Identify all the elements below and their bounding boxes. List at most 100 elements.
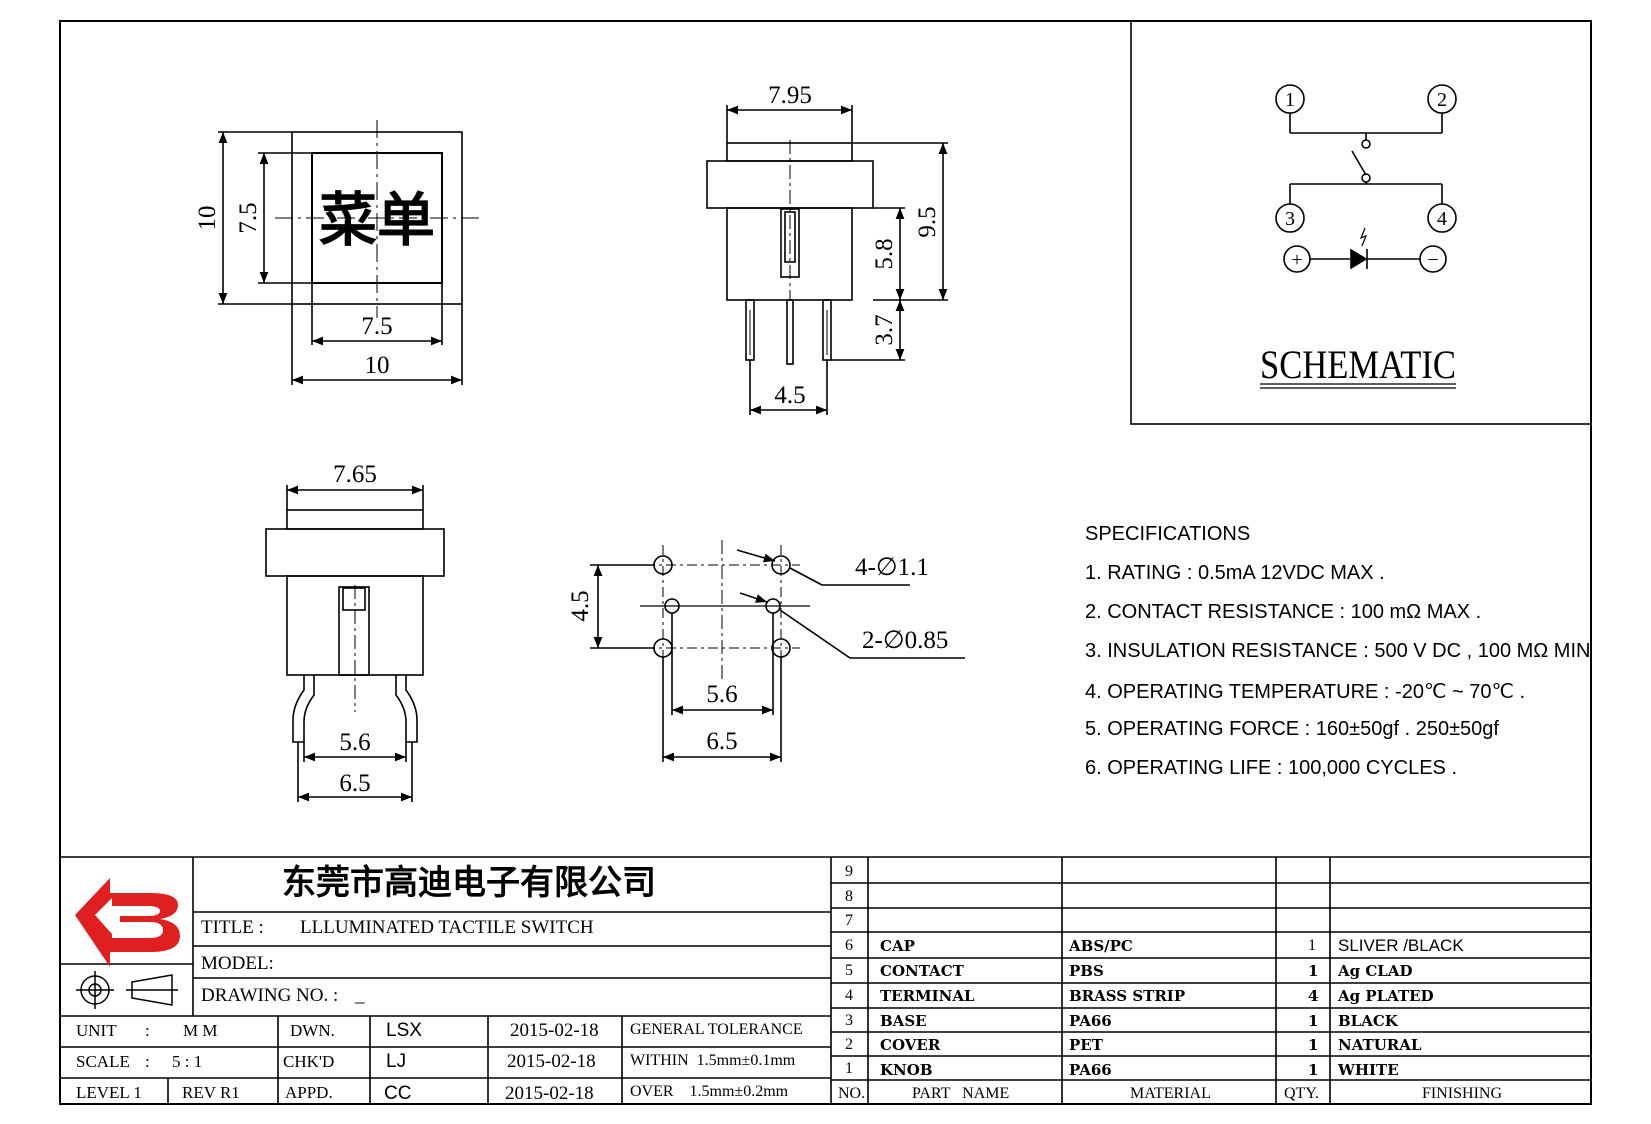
bom-row-5-no: 5: [845, 962, 853, 979]
title-value: LLLUMINATED TACTILE SWITCH: [300, 917, 594, 938]
dim-front-height-7-5: 7.5: [235, 202, 262, 233]
bom-row-4-finishing: Ag PLATED: [1338, 987, 1434, 1005]
scale-sep: :: [145, 1052, 150, 1071]
bom-row-5-material: PBS: [1069, 962, 1104, 980]
bom-row-4-qty: 4: [1308, 987, 1319, 1005]
pin-4-label: 4: [1437, 208, 1447, 230]
bom-row-2-no: 2: [845, 1036, 853, 1053]
rear-view: [265, 485, 445, 802]
bom-header-material: MATERIAL: [1130, 1085, 1211, 1102]
signoff-dwn-name: LSX: [386, 1020, 422, 1041]
signoff-appd-name: CC: [384, 1083, 412, 1104]
pin-1-label: 1: [1285, 89, 1295, 111]
bom-row-1-finishing: WHITE: [1338, 1061, 1399, 1079]
dim-rear-pin-6-5: 6.5: [339, 770, 370, 797]
bom-header-finishing: FINISHING: [1422, 1085, 1502, 1102]
dim-pcb-5-6: 5.6: [706, 681, 737, 708]
bom-row-5-part: CONTACT: [880, 962, 964, 980]
signoff-chk-date: 2015-02-18: [507, 1051, 596, 1072]
tolerance-over: OVER 1.5mm±0.2mm: [630, 1083, 789, 1100]
front-view: [218, 120, 480, 385]
bom-row-4-part: TERMINAL: [880, 987, 975, 1005]
scale-value: 5 : 1: [172, 1052, 203, 1071]
title-block-grid: [60, 856, 1591, 1104]
schematic-title: SCHEMATIC: [1260, 342, 1456, 387]
tolerance-general: GENERAL TOLERANCE: [630, 1021, 803, 1038]
bom-row-2-part: COVER: [880, 1036, 941, 1054]
bom-header-no: NO.: [838, 1085, 866, 1102]
bom-row-1-part: KNOB: [880, 1061, 933, 1079]
dim-pcb-6-5: 6.5: [706, 728, 737, 755]
bom-row-7-no: 7: [845, 912, 853, 929]
pin-3-label: 3: [1285, 208, 1295, 230]
minus-label: −: [1427, 249, 1438, 271]
schematic-symbol: [1275, 84, 1457, 273]
plus-label: +: [1291, 249, 1302, 271]
schematic-box: [1130, 20, 1592, 425]
unit-sep: :: [145, 1021, 150, 1040]
bom-row-6-material: ABS/PC: [1069, 937, 1133, 955]
bom-row-4-no: 4: [845, 987, 853, 1004]
bom-row-4-material: BRASS STRIP: [1069, 987, 1186, 1005]
bom-row-2-qty: 1: [1308, 1036, 1319, 1054]
bom-row-6-no: 6: [845, 937, 853, 954]
dim-rear-pin-5-6: 5.6: [339, 729, 370, 756]
drawing-no-value: _: [355, 985, 365, 1006]
signoff-appd-date: 2015-02-18: [505, 1083, 594, 1104]
title-label: TITLE :: [201, 917, 264, 938]
dim-front-height-10: 10: [194, 206, 221, 231]
scale-label: SCALE: [76, 1052, 130, 1071]
hole-callout-small: 2-∅0.85: [862, 627, 948, 654]
bom-header-part: PART NAME: [912, 1085, 1010, 1102]
bom-row-3-no: 3: [845, 1012, 853, 1029]
bom-row-6-qty: 1: [1308, 937, 1316, 954]
unit-value: M M: [183, 1021, 218, 1040]
hole-callout-large: 4-∅1.1: [855, 554, 929, 581]
bom-row-3-part: BASE: [880, 1012, 927, 1030]
dim-side-pin-3-7: 3.7: [871, 314, 898, 345]
bom-row-6-finishing: SLIVER /BLACK: [1338, 936, 1464, 955]
bom-row-1-qty: 1: [1308, 1061, 1319, 1079]
spec-item-2: 2. CONTACT RESISTANCE : 100 mΩ MAX .: [1085, 601, 1482, 623]
pcb-layout: [590, 540, 965, 762]
bom-header-qty: QTY.: [1284, 1085, 1319, 1102]
signoff-dwn-date: 2015-02-18: [510, 1020, 599, 1041]
company-name: 东莞市高迪电子有限公司: [282, 863, 656, 903]
signoff-chk-role: CHK'D: [283, 1052, 335, 1071]
dim-pcb-4-5: 4.5: [567, 590, 594, 621]
rev-value: REV R1: [182, 1083, 240, 1102]
dim-side-width-7-95: 7.95: [768, 82, 812, 109]
bom-row-8-no: 8: [845, 888, 853, 905]
bom-row-3-finishing: BLACK: [1338, 1012, 1398, 1030]
dim-front-width-7-5: 7.5: [361, 313, 392, 340]
bom-row-1-no: 1: [845, 1060, 853, 1077]
bom-row-3-material: PA66: [1069, 1012, 1112, 1030]
dim-side-height-5-8: 5.8: [871, 238, 898, 269]
dim-side-pitch-4-5: 4.5: [774, 382, 805, 409]
drawing-border: [59, 20, 1592, 1105]
unit-label: UNIT: [76, 1021, 117, 1040]
side-view: [706, 105, 948, 415]
spec-item-4: 4. OPERATING TEMPERATURE : -20℃ ~ 70℃ .: [1085, 681, 1526, 703]
bom-row-6-part: CAP: [880, 937, 915, 955]
spec-item-5: 5. OPERATING FORCE : 160±50gf . 250±50gf: [1085, 718, 1499, 740]
projection-symbol-icon: [76, 971, 178, 1009]
signoff-appd-role: APPD.: [285, 1083, 333, 1102]
pin-2-label: 2: [1437, 89, 1447, 111]
bom-row-5-finishing: Ag CLAD: [1338, 962, 1413, 980]
bom-row-9-no: 9: [845, 863, 853, 880]
dim-side-height-9-5: 9.5: [914, 206, 941, 237]
signoff-chk-name: LJ: [386, 1051, 407, 1072]
dim-front-width-10: 10: [365, 352, 390, 379]
dim-rear-width-7-65: 7.65: [333, 461, 377, 488]
spec-item-1: 1. RATING : 0.5mA 12VDC MAX .: [1085, 562, 1385, 584]
company-logo: [75, 878, 180, 967]
bom-row-3-qty: 1: [1308, 1012, 1319, 1030]
spec-heading: SPECIFICATIONS: [1085, 523, 1251, 545]
spec-item-6: 6. OPERATING LIFE : 100,000 CYCLES .: [1085, 757, 1458, 779]
bom-row-2-material: PET: [1069, 1036, 1103, 1054]
level-value: LEVEL 1: [76, 1083, 142, 1102]
spec-item-3: 3. INSULATION RESISTANCE : 500 V DC , 10…: [1085, 640, 1591, 662]
bom-row-2-finishing: NATURAL: [1338, 1036, 1422, 1054]
cap-glyph: 菜单: [319, 186, 435, 254]
